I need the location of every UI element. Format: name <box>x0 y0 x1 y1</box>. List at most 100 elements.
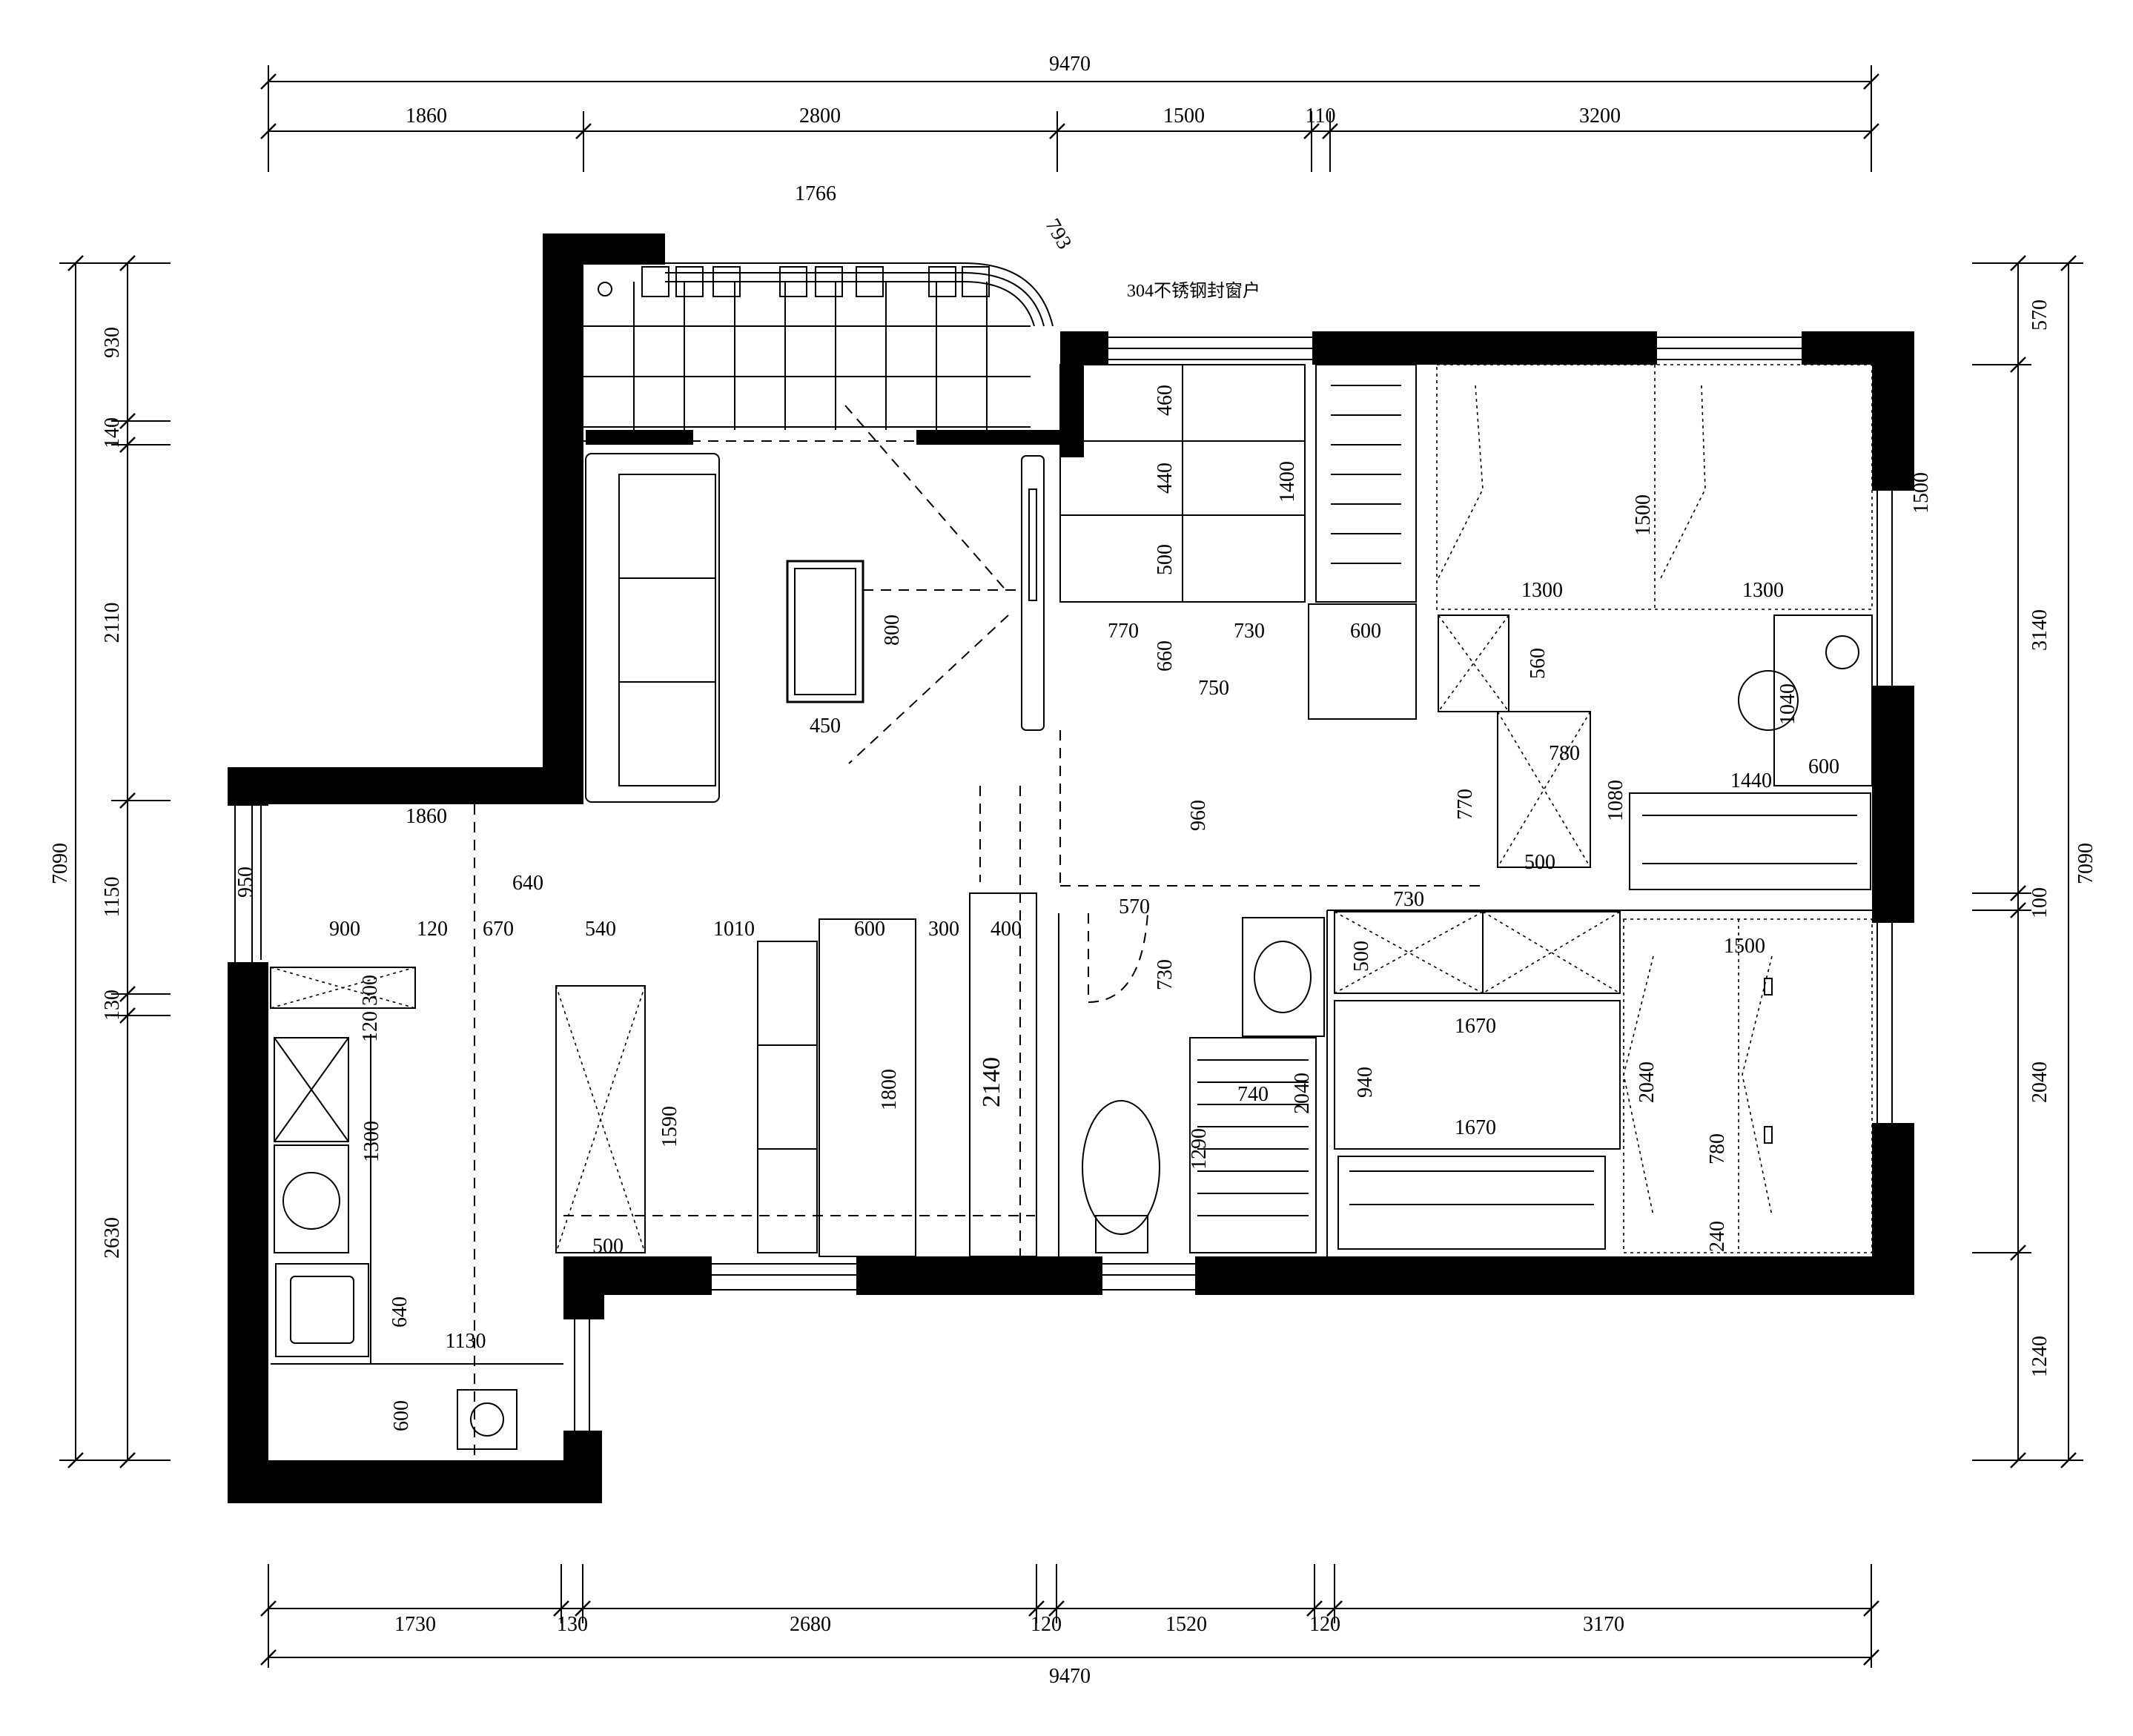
dim-c-500: 500 <box>1154 544 1177 575</box>
window-note: 304不锈钢封窗户 <box>1127 281 1260 301</box>
dim-coffee-h: 800 <box>881 614 904 646</box>
kitchen <box>270 804 646 1460</box>
dim-rb-940: 940 <box>1354 1067 1377 1098</box>
dim-d-300: 300 <box>928 918 959 941</box>
dim-k-120b: 120 <box>359 1011 382 1042</box>
dim-b-740: 740 <box>1237 1083 1269 1106</box>
dim-1860: 1860 <box>406 805 447 828</box>
dim-top-4: 110 <box>1306 105 1336 127</box>
dim-d-1800: 1800 <box>878 1069 901 1110</box>
dim-bottom-5: 1520 <box>1165 1613 1207 1636</box>
windows <box>234 337 1893 1431</box>
dim-rb-500: 500 <box>1350 941 1373 972</box>
dim-c-460: 460 <box>1154 385 1177 416</box>
dim-c-600: 600 <box>1350 620 1381 643</box>
dim-top-1: 1860 <box>406 105 447 127</box>
bedroom-top <box>1436 364 1873 890</box>
dim-bottom-3: 2680 <box>790 1613 831 1636</box>
dim-top-5: 3200 <box>1579 105 1621 127</box>
dimension-lines <box>59 65 2083 1668</box>
dim-coffee-w: 450 <box>810 715 841 738</box>
dim-c-960: 960 <box>1187 800 1210 831</box>
dim-r-600: 600 <box>1808 755 1839 778</box>
dim-right-5: 2040 <box>2028 1061 2051 1103</box>
dim-rb-1670a: 1670 <box>1455 1015 1496 1038</box>
dim-c-440: 440 <box>1154 463 1177 494</box>
dim-bottom-7: 3170 <box>1583 1613 1624 1636</box>
dim-r-1500: 1500 <box>1632 494 1655 536</box>
living-area <box>585 405 1045 803</box>
dim-c-750: 750 <box>1198 677 1229 700</box>
dim-right-2: 1500 <box>1910 472 1933 514</box>
dim-c-730: 730 <box>1234 620 1265 643</box>
dim-left-4: 950 <box>234 867 257 898</box>
dim-c-770: 770 <box>1108 620 1139 643</box>
dim-k-300: 300 <box>359 975 382 1006</box>
dim-k-900: 900 <box>329 918 360 941</box>
dim-c-660: 660 <box>1154 640 1177 672</box>
dim-left-7: 2630 <box>101 1217 124 1259</box>
dim-left-total: 7090 <box>49 843 72 884</box>
dim-b-570: 570 <box>1119 895 1150 918</box>
dim-rb-1670b: 1670 <box>1455 1116 1496 1139</box>
dim-r-1080: 1080 <box>1604 780 1627 821</box>
bedroom-bottom <box>1326 910 1873 1256</box>
dim-r-780: 780 <box>1549 742 1580 765</box>
dim-bottom-6: 120 <box>1309 1613 1340 1636</box>
dim-r-1300a: 1300 <box>1521 579 1563 602</box>
dim-bottom-4: 120 <box>1031 1613 1062 1636</box>
dim-right-4: 100 <box>2028 887 2051 918</box>
dim-r-560: 560 <box>1527 648 1550 679</box>
dim-left-1: 930 <box>101 327 124 358</box>
dim-k-640: 640 <box>388 1296 411 1328</box>
dim-right-total: 7090 <box>2074 843 2097 884</box>
dim-rb-2040: 2040 <box>1636 1061 1659 1103</box>
balcony <box>583 262 1060 442</box>
dim-d-1590: 1590 <box>658 1106 681 1147</box>
dim-b-1290: 1290 <box>1188 1128 1211 1170</box>
balcony-width: 1766 <box>795 182 836 205</box>
dim-top-2: 2800 <box>799 105 841 127</box>
dim-k-540: 540 <box>585 918 616 941</box>
dim-top-total: 9470 <box>1049 53 1091 76</box>
dim-k-1130: 1130 <box>446 1330 486 1353</box>
dim-right-6: 1240 <box>2028 1336 2051 1377</box>
dim-right-1: 570 <box>2028 299 2051 331</box>
dim-rb-1500: 1500 <box>1724 935 1765 958</box>
dim-b-2040: 2040 <box>1291 1073 1314 1114</box>
plant-pots <box>641 266 990 297</box>
dim-k-600: 600 <box>390 1400 413 1431</box>
dim-d-400: 400 <box>991 918 1022 941</box>
dim-d-600: 600 <box>854 918 885 941</box>
dim-top-3: 1500 <box>1163 105 1205 127</box>
walls <box>228 233 1914 1503</box>
dim-k-120a: 120 <box>417 918 448 941</box>
dim-rb-730: 730 <box>1393 888 1424 911</box>
dim-left-6: 130 <box>101 990 124 1021</box>
dim-k-670: 670 <box>483 918 514 941</box>
dim-b-730: 730 <box>1154 959 1177 990</box>
dim-bottom-total: 9470 <box>1049 1665 1091 1688</box>
dim-r-1300b: 1300 <box>1742 579 1784 602</box>
dim-d-2140: 2140 <box>978 1057 1005 1107</box>
dim-left-3: 2110 <box>101 603 124 643</box>
dim-r-1040: 1040 <box>1776 683 1799 725</box>
dining-area <box>563 786 1037 1257</box>
dim-rb-780: 780 <box>1706 1133 1729 1164</box>
dim-r-1440: 1440 <box>1730 769 1772 792</box>
dim-bottom-2: 130 <box>557 1613 588 1636</box>
dim-640: 640 <box>512 872 543 895</box>
dim-rb-240: 240 <box>1706 1221 1729 1252</box>
dim-d-500: 500 <box>592 1235 624 1258</box>
dim-right-3: 3140 <box>2028 609 2051 651</box>
dim-r-770: 770 <box>1454 789 1477 820</box>
dim-left-5: 1150 <box>101 877 124 918</box>
dimension-labels: 9470 1860 2800 1500 110 3200 1730 130 26… <box>49 53 2097 1688</box>
dim-r-500: 500 <box>1524 851 1555 874</box>
closet-top <box>1059 364 1509 887</box>
dim-d-1010: 1010 <box>713 918 755 941</box>
dim-bottom-1: 1730 <box>394 1613 436 1636</box>
balcony-curve: 793 <box>1040 215 1076 254</box>
dim-k-1300: 1300 <box>360 1121 383 1162</box>
